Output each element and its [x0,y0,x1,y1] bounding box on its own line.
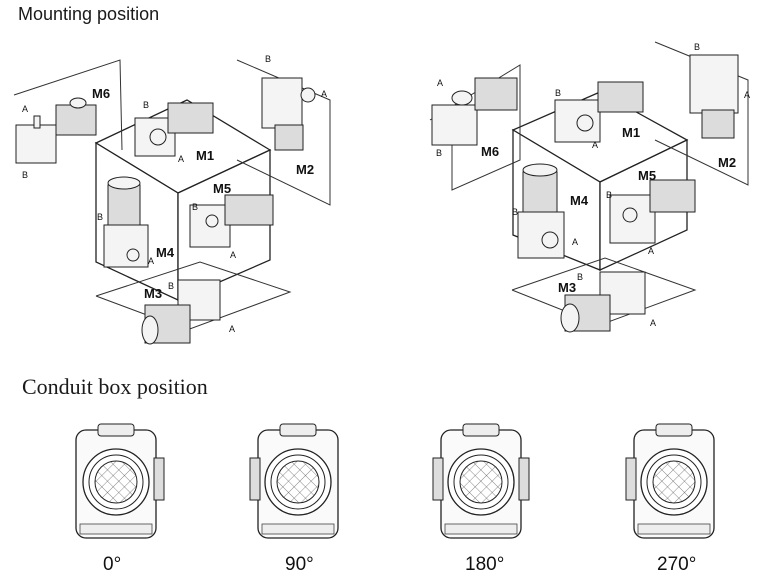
gearbox-foot [444,523,518,535]
shaft-label-b: B [436,148,442,158]
shaft-label-b: B [22,170,28,180]
angle-label-0: 0° [103,554,121,575]
conduit-box [432,457,444,501]
motor-m3 [141,279,221,345]
gearbox-top-boss [655,423,693,437]
mounting-position-title: Mounting position [18,4,159,24]
shaft-label-a: A [321,89,327,99]
mounting-diagram-right: M6 M1 M2 M5 M4 M3 A B B A B A B A B A B … [429,41,750,333]
motor-m4 [517,163,565,259]
gearbox-top-boss [462,423,500,437]
label-m2-right: M2 [718,155,736,170]
shaft-label-a: A [22,104,28,114]
label-m4-left: M4 [156,245,175,260]
mounting-diagram-left: M6 M1 M2 M5 M4 M3 A B B A B A B A B A B … [13,54,331,345]
shaft-label-a: A [648,246,654,256]
plane-m6 [13,59,123,151]
shaft-label-b: B [512,207,518,217]
motor-fan-grille [459,460,503,504]
gearbox-foot [637,523,711,535]
conduit-box [625,457,637,501]
label-m5-right: M5 [638,168,656,183]
motor-fan-grille [276,460,320,504]
shaft-label-b: B [265,54,271,64]
motor-m1 [554,81,644,143]
angle-label-180: 180° [465,554,504,575]
label-m6-left: M6 [92,86,110,101]
motor-m1 [134,102,214,157]
shaft-label-a: A [650,318,656,328]
label-m5-left: M5 [213,181,231,196]
motor-m2 [261,77,316,151]
motor-m6 [15,97,97,164]
shaft-label-b: B [192,202,198,212]
shaft-label-b: B [168,281,174,291]
motor-fan-grille [652,460,696,504]
shaft-label-b: B [694,42,700,52]
gearbox-top-boss [97,423,135,437]
motor-m5 [609,179,696,244]
gearbox-top-boss [279,423,317,437]
gearbox-front-view [432,423,530,539]
conduit-box [249,457,261,501]
angle-label-270: 270° [657,554,696,575]
conduit-box [518,457,530,501]
shaft-label-a: A [744,90,750,100]
gearbox-front-view [249,423,339,539]
label-m3-right: M3 [558,280,576,295]
label-m1-left: M1 [196,148,214,163]
shaft-label-b: B [555,88,561,98]
shaft-label-a: A [572,237,578,247]
label-m3-left: M3 [144,286,162,301]
shaft-label-a: A [437,78,443,88]
shaft-label-a: A [229,324,235,334]
motor-m5 [189,194,274,248]
shaft-label-b: B [577,272,583,282]
motor-fan-grille [94,460,138,504]
shaft-label-b: B [97,212,103,222]
shaft-label-a: A [178,154,184,164]
label-m2-left: M2 [296,162,314,177]
motor-m4 [103,176,149,268]
conduit-box [153,457,165,501]
conduit-box-position-title: Conduit box position [22,374,208,399]
motor-m2 [689,54,739,139]
gearbox-front-view [625,423,715,539]
label-m1-right: M1 [622,125,640,140]
gearbox-foot [261,523,335,535]
label-m6-right: M6 [481,144,499,159]
gearbox-foot [79,523,153,535]
conduit-box-row [75,423,715,539]
gearbox-front-view [75,423,165,539]
label-m4-right: M4 [570,193,589,208]
motor-m3 [560,271,646,333]
shaft-label-b: B [143,100,149,110]
shaft-label-b: B [606,190,612,200]
angle-label-90: 90° [285,554,314,575]
motor-m6 [431,77,518,146]
shaft-label-a: A [230,250,236,260]
shaft-label-a: A [592,140,598,150]
shaft-label-a: A [148,256,154,266]
